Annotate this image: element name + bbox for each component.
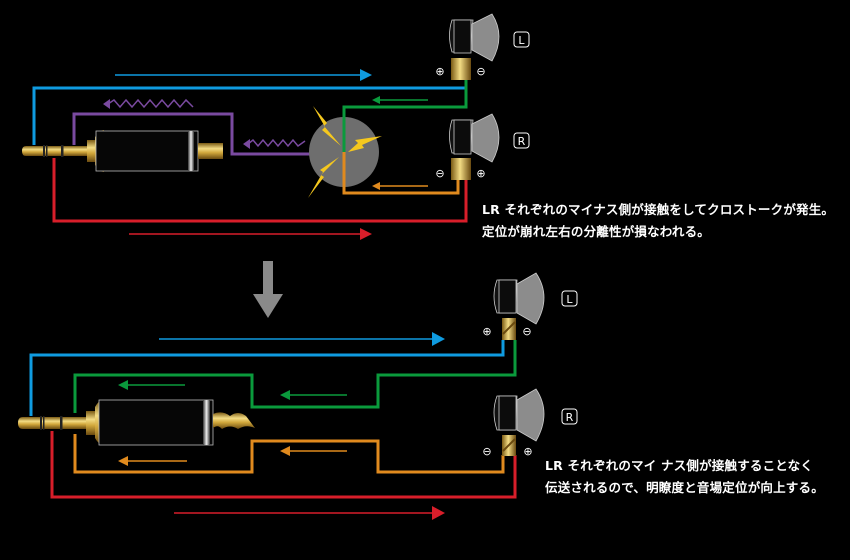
svg-text:L: L bbox=[518, 34, 525, 47]
wire-left-plus bbox=[29, 340, 505, 416]
audio-jack-plug-separated bbox=[18, 399, 255, 446]
channel-badge-r: R bbox=[513, 132, 530, 149]
bottom-diagram bbox=[18, 272, 545, 520]
terminal-symbol: ⊖ bbox=[435, 167, 444, 180]
flow-arrow-left-plus bbox=[115, 69, 372, 81]
svg-text:L: L bbox=[566, 293, 573, 306]
top-diagram bbox=[22, 13, 500, 240]
channel-badge-l: L bbox=[561, 290, 578, 307]
wire-right-minus bbox=[342, 152, 460, 195]
flow-arrow-left-plus bbox=[159, 332, 445, 346]
improvement-caption: LR それぞれのマイ ナス側が接触することなく 伝送されるので、明瞭度と音場定位… bbox=[545, 455, 824, 499]
caption-line: 定位が崩れ左右の分離性が損なわれる。 bbox=[482, 224, 710, 239]
caption-line: LR それぞれのマイ ナス側が接触することなく bbox=[545, 458, 814, 473]
terminal-symbol: ⊕ bbox=[523, 445, 532, 458]
svg-text:R: R bbox=[566, 411, 574, 424]
earphone-right bbox=[449, 113, 500, 180]
down-arrow-icon bbox=[253, 261, 283, 318]
crosstalk-wave-upper bbox=[103, 98, 194, 109]
spark-icon bbox=[308, 106, 382, 198]
terminal-symbol: ⊖ bbox=[476, 65, 485, 78]
wire-left-minus bbox=[73, 340, 517, 413]
terminal-symbol: ⊕ bbox=[435, 65, 444, 78]
flow-arrow-left-minus bbox=[372, 96, 428, 104]
earphone-left bbox=[493, 272, 545, 340]
wire-crosstalk-ground bbox=[72, 112, 344, 156]
caption-line: 伝送されるので、明瞭度と音場定位が向上する。 bbox=[545, 480, 824, 495]
earphone-left bbox=[449, 13, 500, 80]
crosstalk-caption: LR それぞれのマイナス側が接触をしてクロストークが発生。 定位が崩れ左右の分離… bbox=[482, 199, 834, 243]
wire-right-plus bbox=[52, 158, 468, 223]
svg-text:R: R bbox=[518, 135, 526, 148]
wire-right-minus bbox=[73, 434, 505, 474]
flow-arrows-left-minus bbox=[118, 380, 347, 400]
channel-badge-l: L bbox=[513, 31, 530, 48]
wire-left-minus bbox=[342, 80, 468, 152]
terminal-labels: ⊕ ⊖ ⊖ ⊕ ⊕ ⊖ ⊖ ⊕ L R L R bbox=[435, 31, 578, 458]
flow-arrows-right-minus bbox=[118, 446, 347, 466]
earphone-right bbox=[493, 388, 545, 456]
terminal-symbol: ⊕ bbox=[482, 325, 491, 338]
flow-arrow-right-plus bbox=[129, 228, 372, 240]
terminal-symbol: ⊖ bbox=[482, 445, 491, 458]
caption-line: LR それぞれのマイナス側が接触をしてクロストークが発生。 bbox=[482, 202, 835, 217]
crosstalk-wave-lower bbox=[243, 138, 306, 149]
wire-right-plus bbox=[50, 431, 517, 499]
channel-badge-r: R bbox=[561, 408, 578, 425]
terminal-symbol: ⊖ bbox=[522, 325, 531, 338]
terminal-symbol: ⊕ bbox=[476, 167, 485, 180]
flow-arrow-right-minus bbox=[372, 182, 428, 190]
audio-jack-plug bbox=[22, 130, 223, 172]
flow-arrow-right-plus bbox=[174, 506, 445, 520]
